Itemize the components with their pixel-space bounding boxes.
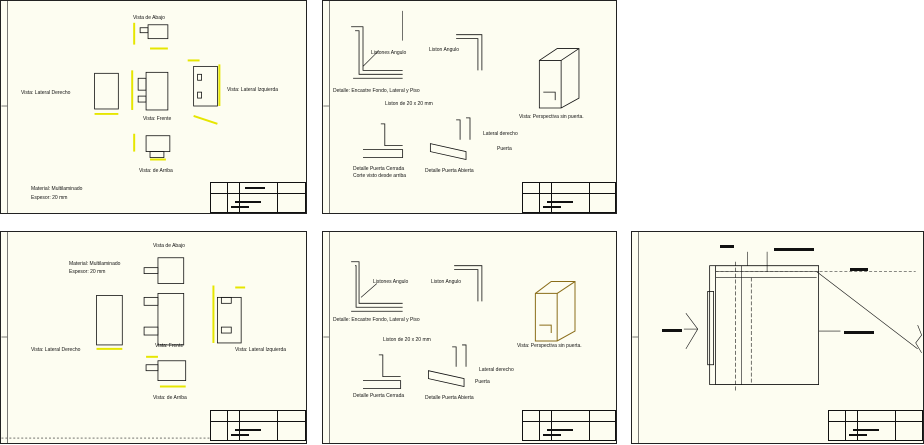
label-detalle-puerta-cerrada: Detalle Puerta Cerrada: [353, 393, 405, 399]
sheet-5-drawing: [632, 232, 922, 443]
label-detalle-puerta-abierta: Detalle Puerta Abierta: [425, 395, 474, 401]
sheet-4-drawing: [323, 232, 576, 443]
title-block: [210, 182, 306, 213]
drawing-sheet-5[interactable]: [631, 231, 924, 444]
label-block: [720, 245, 734, 248]
label-vista-arriba: Vista: de Arriba: [153, 395, 187, 401]
label-vista-lateral-izquierda: Vista: Lateral Izquierda: [235, 347, 287, 353]
label-vista-arriba: Vista: de Arriba: [139, 168, 173, 174]
label-liston-20x20: Liston de 20 x 20 mm: [383, 337, 431, 343]
drawing-sheet-1[interactable]: Vista de Abajo Vista: Lateral Derecho Vi…: [0, 0, 307, 214]
label-vista-lateral-derecho: Vista: Lateral Derecho: [31, 347, 81, 353]
drawing-sheet-4[interactable]: Listones Angulo Liston Angulo Detalle: E…: [322, 231, 617, 444]
label-block: [844, 331, 874, 334]
label-puerta: Puerta: [475, 379, 490, 385]
title-block: [522, 410, 616, 441]
drawing-sheet-3[interactable]: Vista de Abajo Material: Multilaminado E…: [0, 231, 307, 444]
label-detalle-puerta-abierta: Detalle Puerta Abierta: [425, 168, 474, 174]
label-lateral-derecho: Lateral derecho: [483, 131, 518, 137]
label-detalle-encastre: Detalle: Encastre Fondo, Lateral y Piso: [333, 317, 420, 323]
label-corte-visto: Corte visto desde arriba: [353, 173, 407, 179]
label-material: Material: Multilaminado: [69, 261, 121, 267]
title-block: [828, 410, 923, 441]
label-detalle-encastre: Detalle: Encastre Fondo, Lateral y Piso: [333, 88, 420, 94]
label-espesor: Espesor: 20 mm: [69, 269, 106, 275]
label-material: Material: Multilaminado: [31, 186, 83, 192]
sheet-2-drawing: [323, 1, 580, 213]
label-liston-angulo: Liston Angulo: [429, 47, 460, 53]
label-vista-abajo: Vista de Abajo: [133, 15, 165, 21]
label-vista-frente: Vista: Frente: [143, 116, 172, 122]
label-detalle-puerta-cerrada: Detalle Puerta Cerrada: [353, 166, 405, 172]
label-liston-20x20: Liston de 20 x 20 mm: [385, 101, 433, 107]
label-lateral-derecho: Lateral derecho: [479, 367, 514, 373]
sheet-1-drawing: [1, 1, 221, 213]
label-listones-angulo: Listones Angulo: [373, 279, 409, 285]
sheet-3-drawing: [1, 232, 306, 443]
title-block: [210, 410, 306, 441]
label-block: [774, 248, 814, 251]
label-vista-perspectiva: Vista: Perspectiva sin puerta.: [517, 343, 582, 349]
label-espesor: Espesor: 20 mm: [31, 195, 68, 201]
drawing-sheet-2[interactable]: Listones Angulo Liston Angulo Detalle: E…: [322, 0, 617, 214]
label-block: [850, 268, 868, 271]
label-vista-abajo: Vista de Abajo: [153, 243, 185, 249]
label-vista-lateral-derecho: Vista: Lateral Derecho: [21, 90, 71, 96]
label-liston-angulo: Liston Angulo: [431, 279, 462, 285]
label-listones-angulo: Listones Angulo: [371, 50, 407, 56]
title-block: [522, 182, 616, 213]
label-block: [662, 329, 682, 332]
label-vista-perspectiva: Vista: Perspectiva sin puerta.: [519, 114, 584, 120]
label-puerta: Puerta: [497, 146, 512, 152]
label-vista-lateral-izquierda: Vista: Lateral Izquierda: [227, 87, 279, 93]
label-vista-frente: Vista: Frente: [155, 343, 184, 349]
